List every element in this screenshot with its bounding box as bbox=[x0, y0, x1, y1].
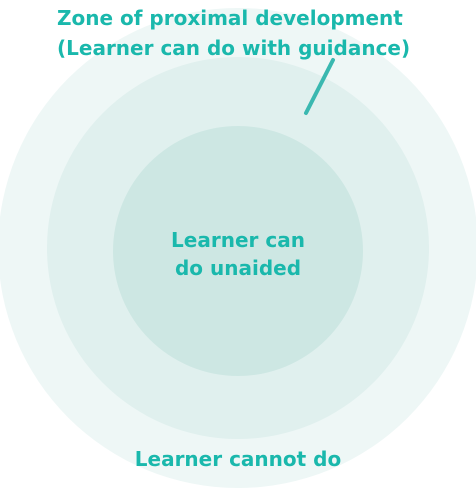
zpd-pointer-line bbox=[304, 58, 335, 115]
inner-circle-unaided bbox=[113, 126, 363, 376]
unaided-label: Learner can do unaided bbox=[113, 226, 363, 282]
unaided-label-line2: do unaided bbox=[174, 256, 302, 280]
unaided-label-line1: Learner can bbox=[171, 228, 305, 252]
cannot-do-label: Learner cannot do bbox=[134, 447, 342, 471]
zpd-label-line1: Zone of proximal development bbox=[57, 6, 403, 30]
zpd-label-line2: (Learner can do with guidance) bbox=[57, 36, 411, 60]
zpd-label: Zone of proximal development (Learner ca… bbox=[0, 3, 476, 63]
